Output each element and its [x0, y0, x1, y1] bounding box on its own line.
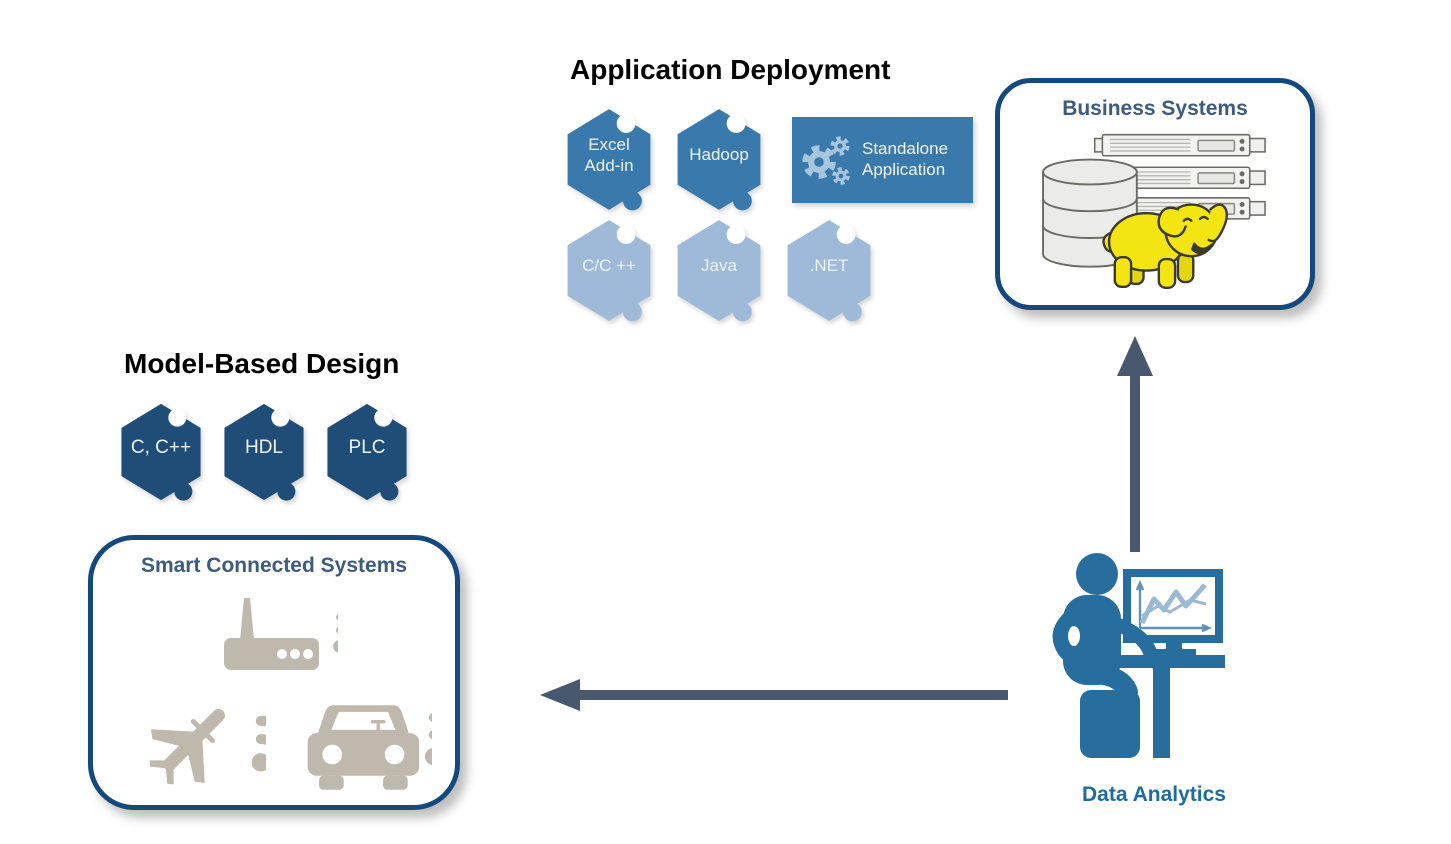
- hadoop-elephant-icon: [1102, 203, 1229, 289]
- analyst-at-workstation-icon: [1052, 553, 1225, 758]
- arm-gap: [1068, 626, 1080, 646]
- standalone-application-label: Standalone Application: [862, 139, 949, 179]
- puzzle-label: C, C++: [130, 437, 192, 459]
- car-icon: [307, 705, 432, 790]
- wifi-signal-icon: [425, 717, 432, 765]
- puzzle-piece-hdl: HDL: [221, 402, 307, 502]
- desk-leg: [1153, 668, 1170, 758]
- data-analytics-label: Data Analytics: [1082, 783, 1226, 806]
- arrow-up-to-business-systems: [1117, 336, 1153, 552]
- monitor-icon: [1123, 569, 1223, 657]
- business-systems-title: Business Systems: [1062, 97, 1248, 120]
- puzzle-label: Excel Add-in: [584, 134, 634, 175]
- right-arm: [1103, 615, 1157, 659]
- business-systems-box: Business Systems: [995, 78, 1315, 310]
- analyst-person-icon: [1052, 553, 1225, 758]
- puzzle-label: Java: [701, 256, 737, 276]
- desk: [1115, 655, 1225, 668]
- business-systems-graphic: [1042, 133, 1266, 289]
- shin: [1116, 686, 1132, 758]
- wireless-router-icon: [224, 598, 338, 670]
- puzzle-piece-java: Java: [674, 218, 764, 323]
- arrow-left-to-smart-connected-systems: [540, 679, 1008, 711]
- application-deployment-title: Application Deployment: [570, 54, 891, 85]
- puzzle-label: Hadoop: [689, 145, 749, 165]
- head: [1076, 553, 1118, 595]
- puzzle-piece-excel-addin: Excel Add-in: [564, 107, 654, 212]
- wifi-signal-icon: [252, 721, 266, 772]
- puzzle-piece-c-cpp-mbd: C, C++: [118, 402, 204, 502]
- smart-connected-systems-title: Smart Connected Systems: [140, 554, 408, 577]
- puzzle-piece-c-cpp-deploy: C/C ++: [564, 218, 654, 323]
- model-based-design-title: Model-Based Design: [124, 348, 400, 379]
- airplane-icon: [149, 708, 266, 785]
- puzzle-piece-hadoop: Hadoop: [674, 107, 764, 212]
- gears-icon: [802, 136, 850, 185]
- puzzle-label: .NET: [809, 256, 849, 276]
- standalone-application-tile: Standalone Application: [792, 117, 973, 203]
- puzzle-label: HDL: [244, 437, 283, 459]
- puzzle-label: C/C ++: [582, 256, 636, 276]
- left-arm: [1052, 608, 1090, 664]
- thigh: [1086, 664, 1138, 702]
- chart-on-screen-icon: [1135, 579, 1213, 633]
- puzzle-label: PLC: [348, 437, 386, 459]
- wifi-signal-icon: [333, 617, 338, 652]
- puzzle-piece-plc: PLC: [324, 402, 410, 502]
- puzzle-piece-dotnet: .NET: [784, 218, 874, 323]
